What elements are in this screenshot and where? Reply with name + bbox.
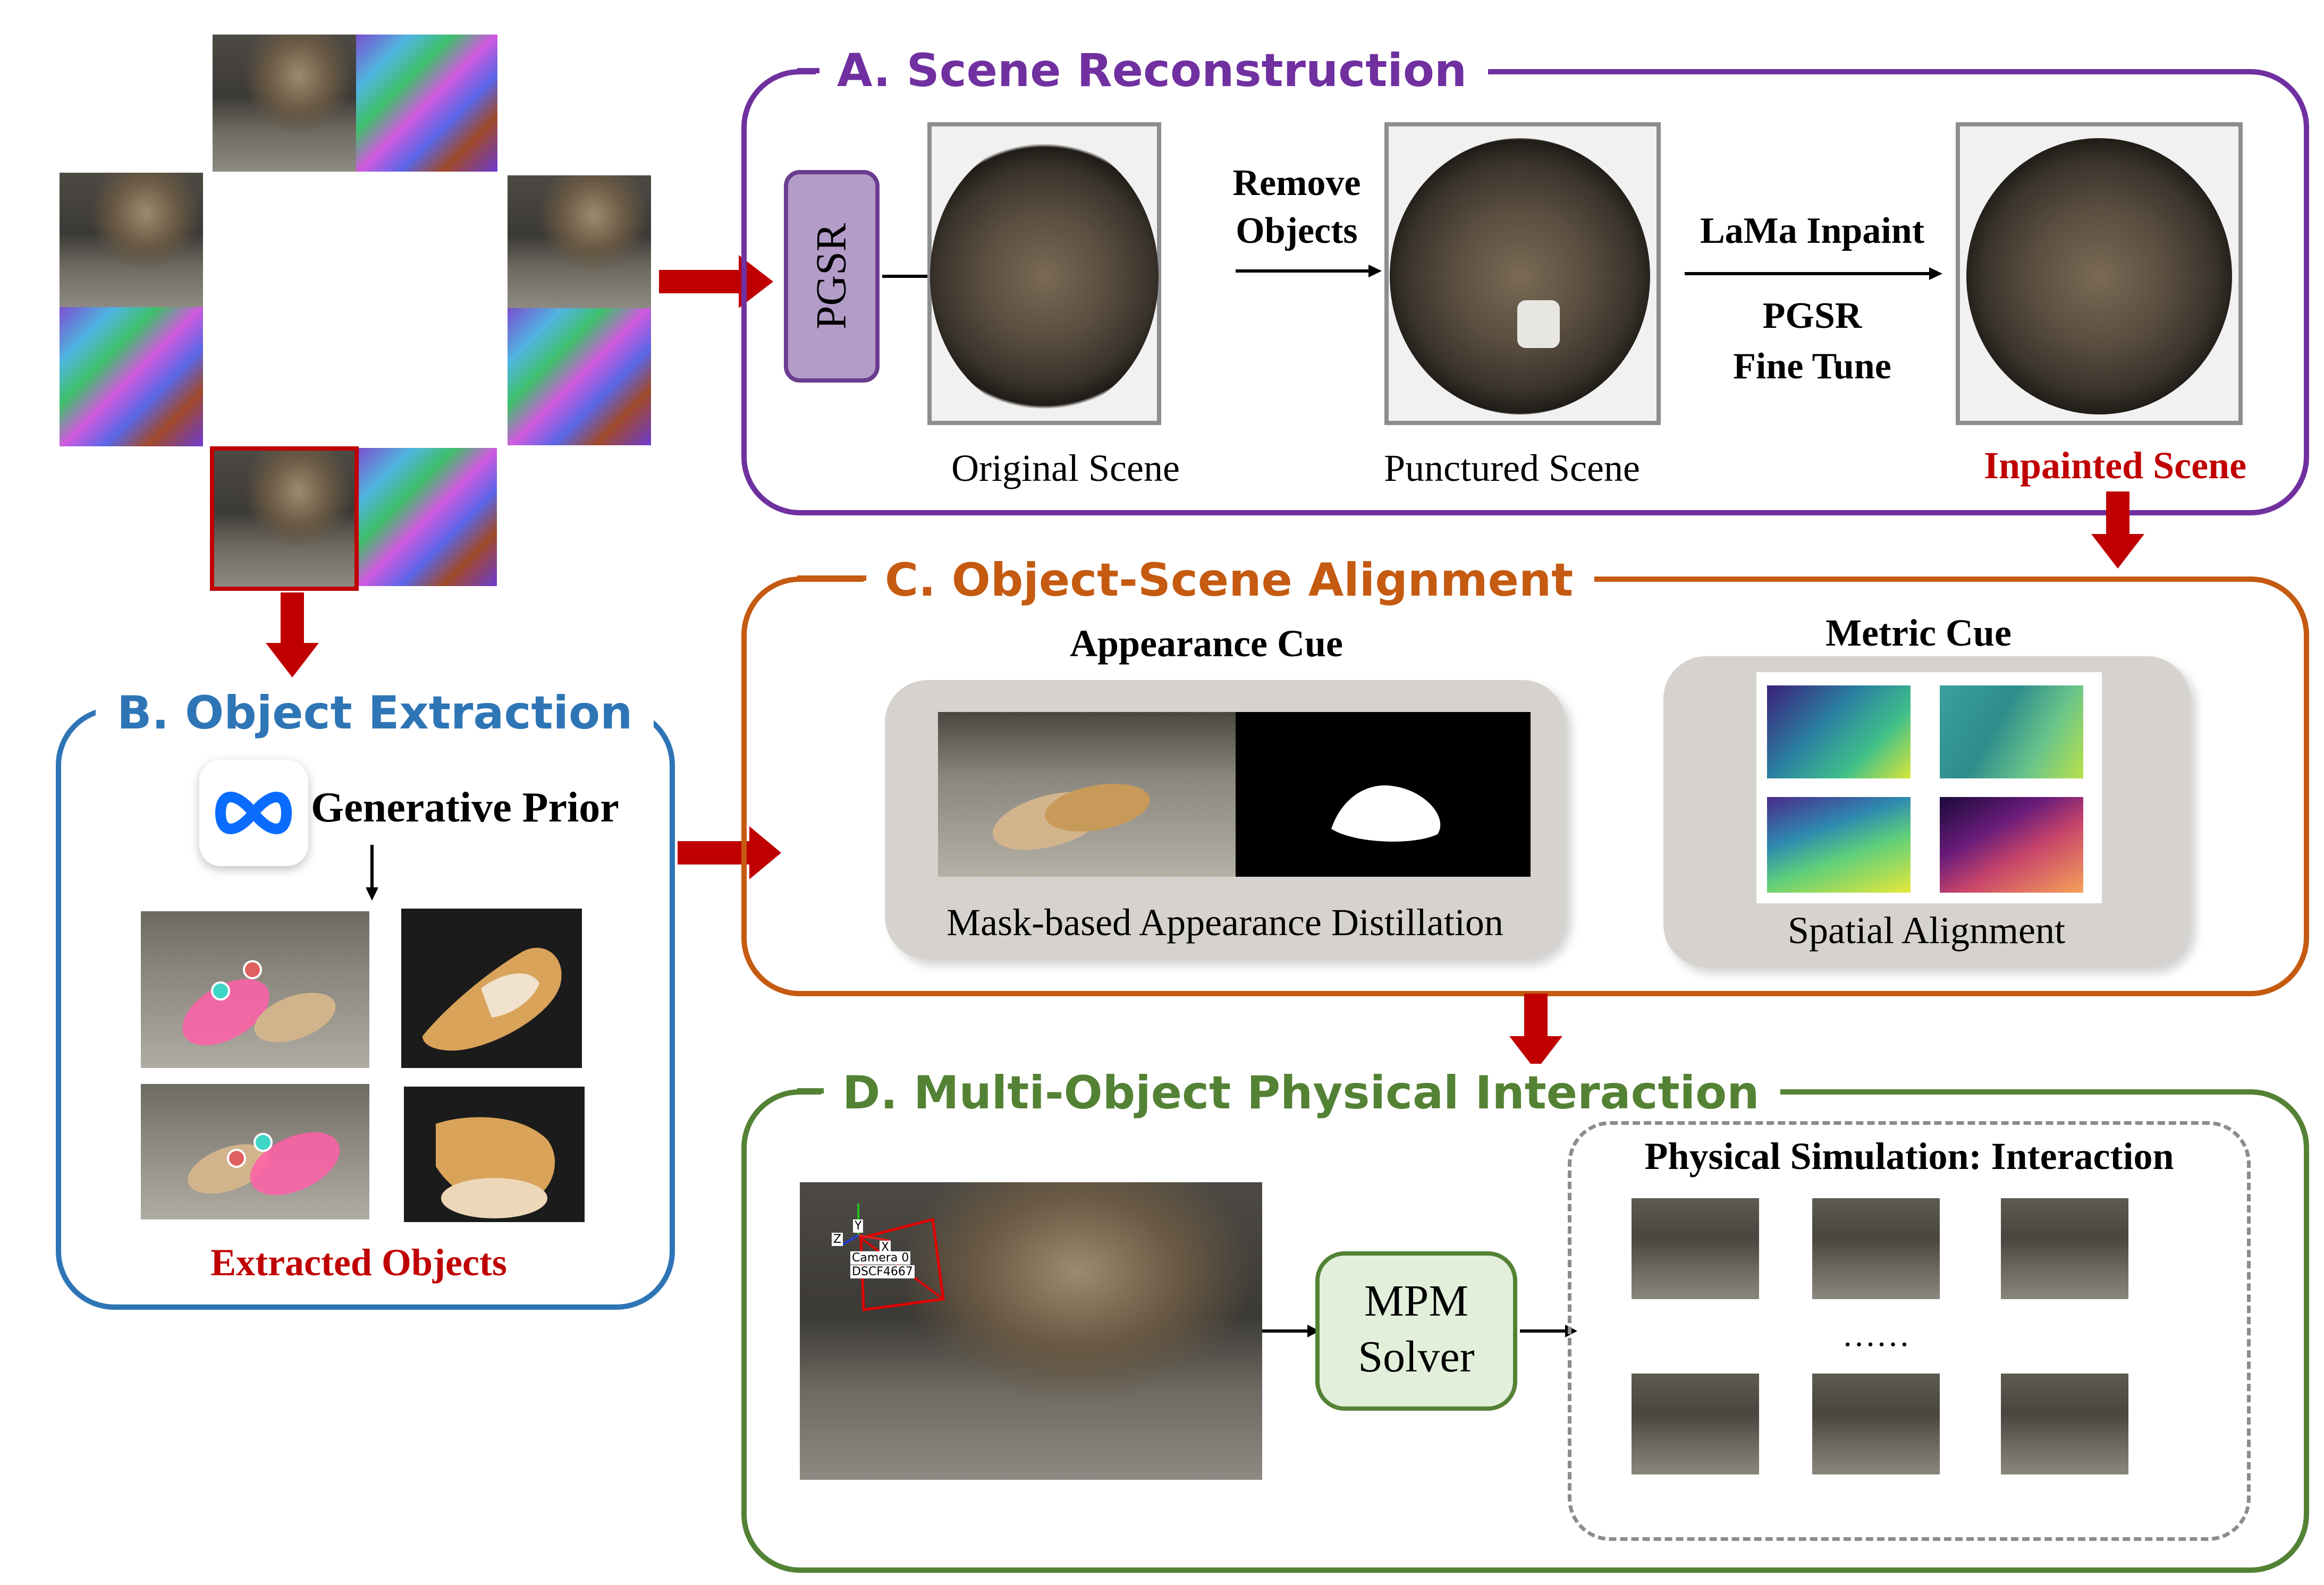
- arrow-scene-to-solver: [1262, 1325, 1320, 1337]
- view-right-seg: [508, 308, 651, 445]
- camera-label: Camera 0: [850, 1251, 911, 1265]
- view-left-seg: [60, 307, 203, 446]
- depth-maps-panel: [1756, 672, 2102, 903]
- arrow-panel-c-to-d: [1509, 994, 1562, 1071]
- metric-caption: Spatial Alignment: [1788, 909, 2065, 952]
- depth-map-3: [1767, 797, 1911, 893]
- camera-id-label: DSCF4667: [850, 1265, 915, 1278]
- simulation-title: Physical Simulation: Interaction: [1644, 1135, 2174, 1177]
- slipper-3d-object-1: [401, 909, 582, 1068]
- arrow-panel-a-to-c: [2091, 491, 2144, 569]
- arrow-prior-to-objects: [366, 845, 378, 901]
- view-bottom-seg: [359, 448, 497, 586]
- sim-frame-6: [2001, 1374, 2128, 1474]
- pgsr-box: [784, 170, 880, 383]
- depth-map-1: [1767, 685, 1911, 778]
- inpainted-scene-render: [1966, 138, 2232, 414]
- view-right-rgb: [508, 175, 651, 308]
- panel-d-title: D. Multi-Object Physical Interaction: [821, 1064, 1781, 1122]
- sim-frame-1: [1632, 1198, 1759, 1299]
- panel-d-title-line-left: [797, 1088, 824, 1094]
- puncture-hole: [1517, 300, 1560, 348]
- extracted-objects-label: Extracted Objects: [210, 1241, 507, 1284]
- appearance-cue-label: Appearance Cue: [1070, 622, 1343, 665]
- sim-frame-2: [1812, 1198, 1940, 1299]
- panel-b-title: B. Object Extraction: [96, 684, 654, 742]
- remove-objects-label-2: Objects: [1236, 210, 1358, 251]
- lama-inpaint-label: LaMa Inpaint: [1700, 210, 1925, 251]
- punctured-scene-render: [1390, 138, 1650, 414]
- axis-z-label: Z: [832, 1233, 843, 1246]
- axis-y-label: Y: [853, 1219, 864, 1233]
- arrow-remove-objects: [1236, 265, 1382, 277]
- arrow-lama-inpaint: [1685, 267, 1942, 280]
- original-scene-render: [930, 138, 1159, 414]
- punctured-scene-label: Punctured Scene: [1384, 447, 1640, 489]
- slipper-mask-2: [141, 1084, 369, 1219]
- view-bottom-rgb-highlighted: [210, 446, 359, 591]
- panel-a-title: A. Scene Reconstruction: [816, 41, 1489, 100]
- interaction-scene-render: Y Z X Camera 0 DSCF4667: [800, 1182, 1262, 1480]
- generative-prior-label: Generative Prior: [311, 784, 619, 831]
- appearance-caption: Mask-based Appearance Distillation: [946, 901, 1503, 944]
- pgsr-label: PGSR: [808, 223, 855, 330]
- pgsr-fine-tune-label-1: PGSR: [1762, 295, 1862, 336]
- panel-c-title-line-left: [797, 575, 866, 581]
- simulation-dashed-box: [1568, 1121, 2251, 1541]
- metric-cue-label: Metric Cue: [1826, 612, 2012, 654]
- sim-frame-5: [1812, 1374, 1940, 1474]
- inpainted-scene-label: Inpainted Scene: [1983, 444, 2247, 487]
- appearance-rgb-image: [938, 712, 1236, 877]
- mpm-solver-label-2: Solver: [1358, 1332, 1475, 1381]
- arrow-panel-b-to-c: [678, 826, 781, 879]
- appearance-mask-image: [1236, 712, 1531, 877]
- meta-logo-icon: [199, 760, 308, 866]
- mpm-solver-label-1: MPM: [1364, 1276, 1469, 1326]
- axis-x-label: X: [880, 1241, 891, 1254]
- slipper-mask-1: [141, 911, 369, 1068]
- view-top-rgb: [213, 35, 356, 172]
- panel-a-title-line-left: [797, 68, 819, 73]
- arrow-views-to-panel-b: [266, 592, 319, 677]
- view-left-rgb: [60, 173, 203, 307]
- sim-frame-4: [1632, 1374, 1759, 1474]
- view-top-seg: [356, 35, 497, 172]
- slipper-3d-object-2: [404, 1087, 585, 1222]
- remove-objects-label-1: Remove: [1232, 163, 1361, 204]
- mpm-solver-box: [1315, 1251, 1517, 1411]
- original-scene-label: Original Scene: [951, 447, 1180, 489]
- sim-frame-3: [2001, 1198, 2128, 1299]
- sim-ellipsis: ……: [1842, 1316, 1910, 1353]
- panel-c-title: C. Object-Scene Alignment: [864, 551, 1595, 609]
- panel-scene-reconstruction: [741, 69, 2309, 515]
- depth-map-4: [1940, 797, 2083, 893]
- depth-map-2: [1940, 685, 2083, 778]
- pgsr-fine-tune-label-2: Fine Tune: [1733, 346, 1891, 387]
